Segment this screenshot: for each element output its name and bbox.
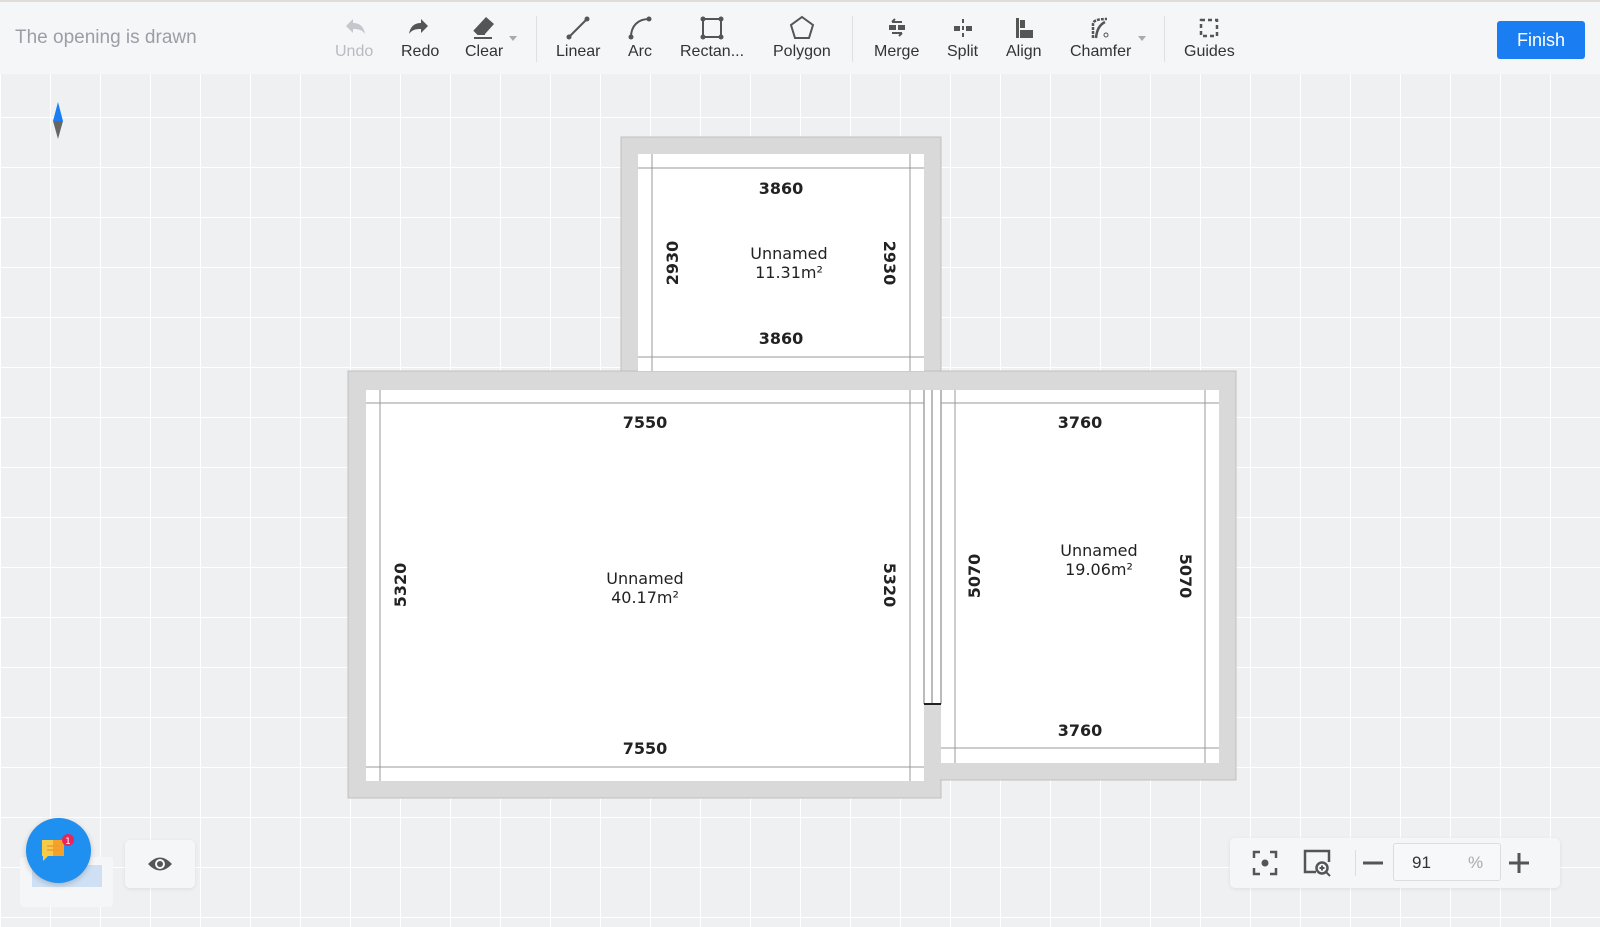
merge-icon — [888, 18, 905, 37]
polygon-button[interactable]: Polygon — [773, 14, 831, 61]
polygon-icon — [789, 15, 815, 39]
fit-view-icon[interactable] — [1250, 848, 1280, 878]
line-icon — [566, 16, 590, 40]
chamfer-button[interactable]: Chamfer — [1070, 14, 1131, 61]
svg-text:5320: 5320 — [391, 563, 410, 608]
dimension-lines — [366, 154, 1219, 781]
divider — [536, 16, 537, 62]
status-text: The opening is drawn — [15, 27, 197, 48]
rectangle-icon — [700, 16, 724, 40]
split-button[interactable]: Split — [947, 14, 978, 61]
chat-button[interactable]: 1 — [26, 818, 91, 883]
svg-text:40.17m²: 40.17m² — [611, 588, 679, 607]
compass-icon — [53, 102, 63, 139]
room-floor[interactable] — [366, 390, 924, 781]
split-icon — [953, 19, 972, 37]
svg-text:11.31m²: 11.31m² — [755, 263, 823, 282]
chamfer-icon — [1091, 17, 1109, 39]
rectangle-button[interactable]: Rectan... — [680, 14, 744, 61]
svg-text:3760: 3760 — [1058, 721, 1103, 740]
svg-text:3760: 3760 — [1058, 413, 1103, 432]
zoom-area-icon[interactable] — [1302, 848, 1332, 878]
svg-text:2930: 2930 — [663, 241, 682, 286]
svg-text:5070: 5070 — [1176, 554, 1195, 599]
undo-button[interactable]: Undo — [335, 14, 373, 61]
linear-button[interactable]: Linear — [556, 14, 600, 61]
redo-button[interactable]: Redo — [401, 14, 439, 61]
redo-icon — [409, 19, 429, 34]
svg-text:3860: 3860 — [759, 179, 804, 198]
zoom-controls: 91% — [1230, 838, 1560, 888]
room-floor[interactable] — [941, 390, 1219, 763]
svg-text:2930: 2930 — [880, 241, 899, 286]
clear-button[interactable]: Clear — [465, 14, 503, 61]
svg-text:Unnamed: Unnamed — [1060, 541, 1137, 560]
align-button[interactable]: Align — [1006, 14, 1042, 61]
svg-text:1: 1 — [65, 837, 71, 847]
eraser-icon — [473, 17, 495, 39]
zoom-input[interactable]: 91% — [1393, 843, 1501, 881]
room-floor[interactable] — [638, 154, 924, 371]
undo-icon — [346, 19, 366, 34]
svg-text:5070: 5070 — [965, 554, 984, 599]
arc-button[interactable]: Arc — [626, 14, 654, 61]
arc-icon — [628, 16, 652, 40]
guides-icon — [1200, 18, 1219, 38]
svg-text:7550: 7550 — [623, 413, 668, 432]
door-opening[interactable] — [923, 390, 942, 705]
svg-text:7550: 7550 — [623, 739, 668, 758]
svg-text:Unnamed: Unnamed — [750, 244, 827, 263]
divider — [1164, 16, 1165, 62]
guides-button[interactable]: Guides — [1184, 14, 1235, 61]
align-icon — [1015, 18, 1033, 38]
divider — [852, 16, 853, 62]
clear-dropdown-icon[interactable] — [509, 36, 517, 41]
svg-text:19.06m²: 19.06m² — [1065, 560, 1133, 579]
svg-text:3860: 3860 — [759, 329, 804, 348]
chat-icon: 1 — [42, 834, 74, 861]
zoom-out-button[interactable] — [1358, 848, 1388, 878]
visibility-toggle[interactable] — [125, 840, 195, 888]
eye-icon — [148, 857, 172, 871]
finish-button[interactable]: Finish — [1497, 21, 1585, 59]
merge-button[interactable]: Merge — [874, 14, 919, 61]
chamfer-dropdown-icon[interactable] — [1138, 36, 1146, 41]
svg-text:Unnamed: Unnamed — [606, 569, 683, 588]
zoom-in-button[interactable] — [1504, 848, 1534, 878]
room-labels: 3860 3860 2930 2930 Unnamed 11.31m² 7550… — [391, 179, 1195, 758]
toolbar: The opening is drawn Undo Redo Clear Lin… — [0, 0, 1600, 74]
svg-text:5320: 5320 — [880, 563, 899, 608]
